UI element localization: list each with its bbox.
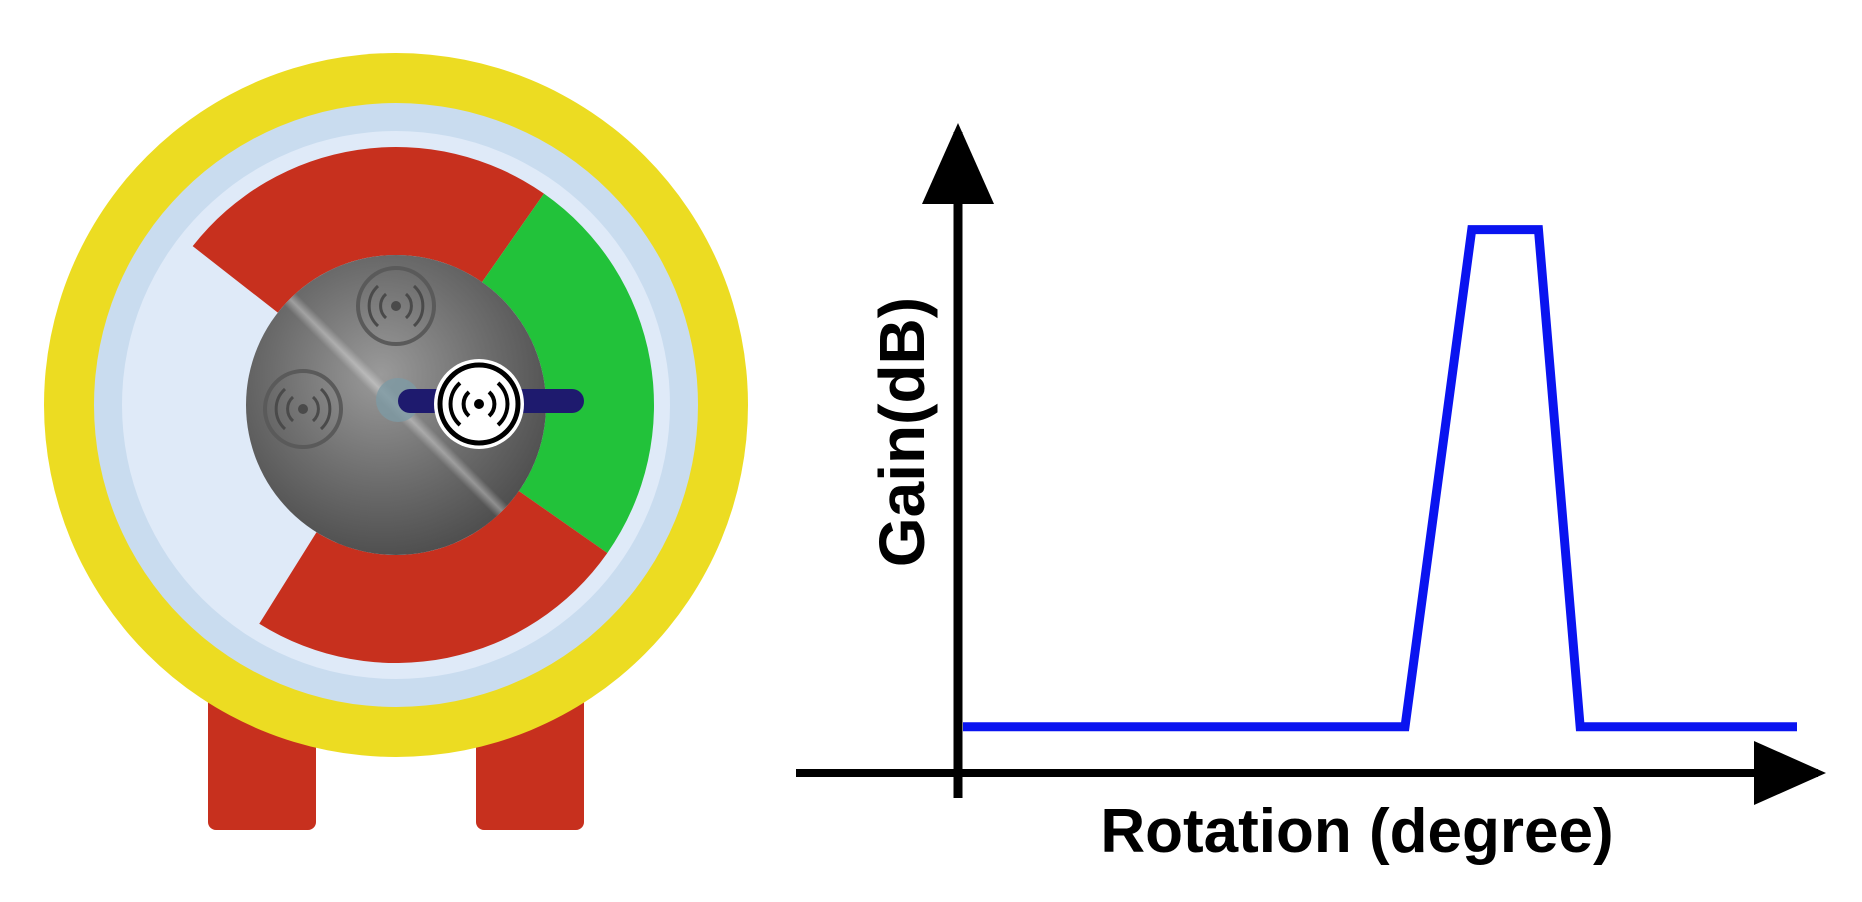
antenna-icon: [263, 369, 343, 449]
sector-right-inactive: [259, 491, 608, 663]
series-line: [963, 225, 1797, 732]
sector-top-active: [482, 193, 654, 553]
y-axis-label: Gain(dB): [866, 297, 938, 567]
sector-left-inactive: [192, 146, 544, 313]
x-axis-label: Rotation (degree): [1100, 797, 1613, 866]
antenna-icon-active: [434, 359, 524, 449]
gain-chart: Gain(dB) Rotation (degree): [796, 123, 1826, 866]
antenna-icon: [356, 266, 436, 346]
rotating-antenna-device: [44, 53, 748, 830]
